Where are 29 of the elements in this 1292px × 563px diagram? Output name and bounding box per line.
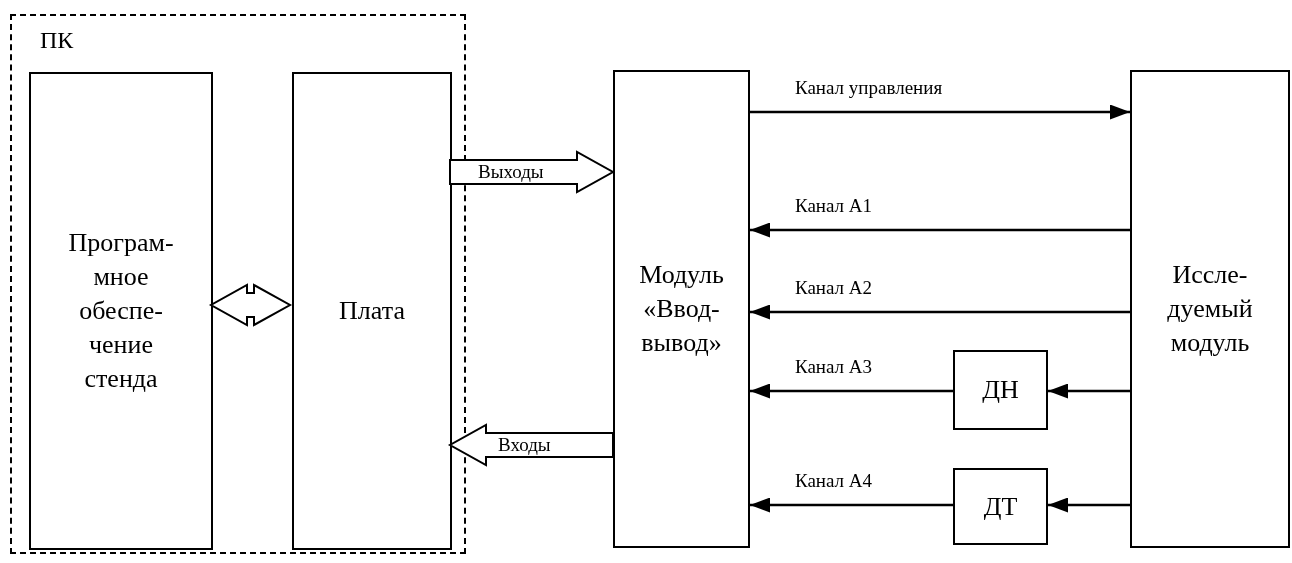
- block-box: [953, 468, 1048, 545]
- edge-label: Выходы: [478, 162, 544, 181]
- block-label: Иссле- дуемый модуль: [1166, 259, 1254, 359]
- edge-label: Канал A2: [795, 278, 873, 297]
- edge-label: Входы: [498, 435, 551, 454]
- arrow: [750, 497, 953, 513]
- block-label: Модуль «Ввод- вывод»: [638, 259, 725, 359]
- arrow: [1048, 383, 1130, 399]
- block-label: Програм- мное обеспе- чение стенда: [67, 227, 175, 395]
- block-label: ДТ: [983, 490, 1018, 523]
- block-label: Плата: [338, 295, 406, 327]
- block-box: [1130, 70, 1290, 548]
- edge-label: Канал A4: [795, 471, 873, 490]
- block-box: [292, 72, 452, 550]
- arrow: [750, 222, 1130, 238]
- arrow: [750, 383, 953, 399]
- edge-label: Канал A3: [795, 357, 873, 376]
- arrow: [750, 304, 1130, 320]
- block-arrow: [208, 283, 293, 327]
- edge-label: Канал управления: [795, 78, 943, 97]
- group-label: ПК: [40, 28, 74, 52]
- group-frame: [10, 14, 466, 554]
- block-box: [953, 350, 1048, 430]
- arrow: [1048, 497, 1130, 513]
- block-box: [613, 70, 750, 548]
- block-label: ДН: [982, 374, 1019, 406]
- arrow: [750, 104, 1130, 120]
- edge-label: Канал A1: [795, 196, 873, 215]
- block-box: [29, 72, 213, 550]
